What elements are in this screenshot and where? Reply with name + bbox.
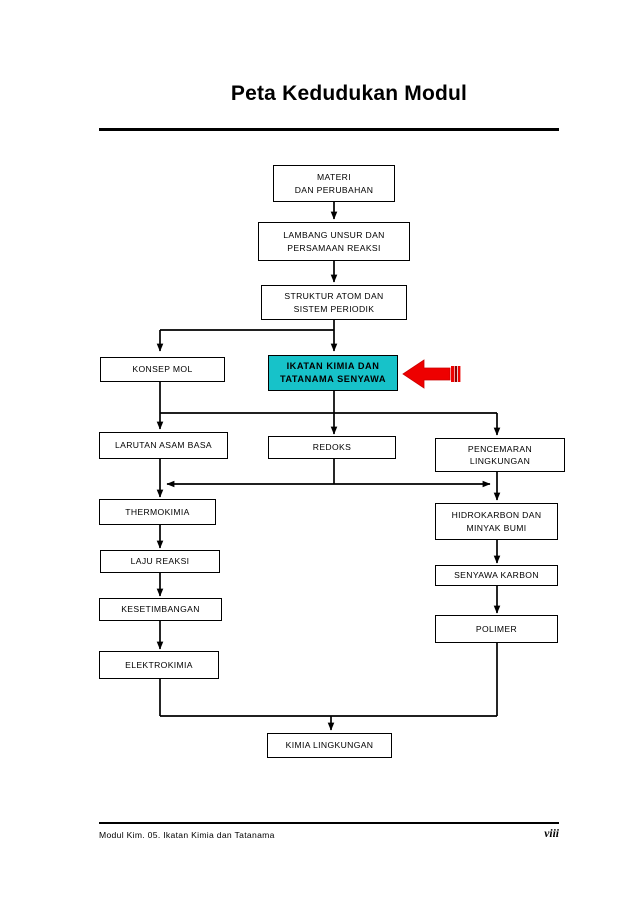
node-ikatan-kimia-line1: IKATAN KIMIA DAN (286, 360, 380, 371)
node-lambang-unsur[interactable]: LAMBANG UNSUR DAN PERSAMAAN REAKSI (258, 222, 410, 261)
node-materi-line1: MATERI (317, 172, 351, 183)
node-kimia-lingkungan[interactable]: KIMIA LINGKUNGAN (267, 733, 392, 758)
node-ikatan-kimia-line2: TATANAMA SENYAWA (279, 374, 387, 384)
node-laju-reaksi[interactable]: LAJU REAKSI (100, 550, 220, 573)
node-struktur-atom-line2: SISTEM PERIODIK (293, 303, 375, 314)
current-module-pointer-arrow (402, 359, 461, 389)
node-elektrokimia[interactable]: ELEKTROKIMIA (99, 651, 219, 679)
node-struktur-atom[interactable]: STRUKTUR ATOM DAN SISTEM PERIODIK (261, 285, 407, 320)
footer-page-number: viii (544, 828, 559, 840)
node-thermokimia[interactable]: THERMOKIMIA (99, 499, 216, 525)
node-larutan-asam-basa-line1: LARUTAN ASAM BASA (114, 440, 212, 451)
node-lambang-unsur-line2: PERSAMAAN REAKSI (287, 242, 381, 253)
page-title: Peta Kedudukan Modul (230, 82, 468, 105)
node-konsep-mol-line1: KONSEP MOL (132, 364, 193, 375)
node-pencemaran-lingkungan[interactable]: PENCEMARAN LINGKUNGAN (435, 438, 565, 472)
node-pencemaran-lingkungan-line2: LINGKUNGAN (469, 456, 531, 466)
node-konsep-mol[interactable]: KONSEP MOL (100, 357, 225, 382)
node-elektrokimia-line1: ELEKTROKIMIA (125, 659, 193, 670)
node-senyawa-karbon-line1: SENYAWA KARBON (454, 570, 539, 581)
node-redoks[interactable]: REDOKS (268, 436, 396, 459)
node-pencemaran-lingkungan-line1: PENCEMARAN (467, 443, 533, 454)
footer-module-label: Modul Kim. 05. Ikatan Kimia dan Tatanama (99, 830, 275, 840)
node-kesetimbangan-line1: KESETIMBANGAN (121, 604, 200, 615)
node-materi[interactable]: MATERI DAN PERUBAHAN (273, 165, 395, 202)
node-polimer-line1: POLIMER (475, 623, 518, 634)
node-kimia-lingkungan-line1: KIMIA LINGKUNGAN (285, 740, 374, 751)
node-hidrokarbon[interactable]: HIDROKARBON DAN MINYAK BUMI (435, 503, 558, 540)
title-divider (99, 128, 559, 131)
node-ikatan-kimia[interactable]: IKATAN KIMIA DAN TATANAMA SENYAWA (268, 355, 398, 391)
node-struktur-atom-line1: STRUKTUR ATOM DAN (284, 291, 384, 302)
node-redoks-line1: REDOKS (312, 442, 352, 453)
node-laju-reaksi-line1: LAJU REAKSI (130, 556, 190, 567)
node-materi-line2: DAN PERUBAHAN (294, 184, 374, 195)
node-larutan-asam-basa[interactable]: LARUTAN ASAM BASA (99, 432, 228, 459)
node-kesetimbangan[interactable]: KESETIMBANGAN (99, 598, 222, 621)
footer-divider (99, 822, 559, 824)
node-senyawa-karbon[interactable]: SENYAWA KARBON (435, 565, 558, 586)
node-polimer[interactable]: POLIMER (435, 615, 558, 643)
node-hidrokarbon-line1: HIDROKARBON DAN (451, 510, 542, 521)
node-thermokimia-line1: THERMOKIMIA (125, 506, 190, 517)
node-lambang-unsur-line1: LAMBANG UNSUR DAN (283, 230, 385, 241)
node-hidrokarbon-line2: MINYAK BUMI (466, 522, 527, 533)
